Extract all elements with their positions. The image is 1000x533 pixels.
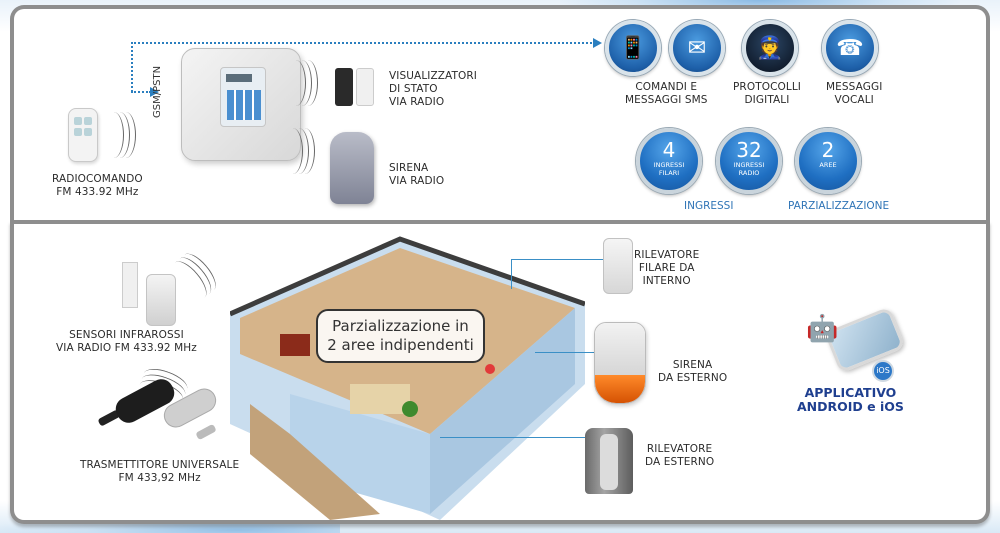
indoor-wired-detector-image bbox=[603, 238, 633, 294]
sms-envelope-icon: ✉ bbox=[669, 20, 725, 76]
outdoor-detector-image bbox=[585, 428, 633, 494]
dotted-connector-line bbox=[131, 42, 595, 44]
app-label: APPLICATIVO ANDROID e iOS bbox=[797, 385, 904, 414]
keypad-face bbox=[220, 67, 266, 127]
telephone-icon: ☎ bbox=[822, 20, 878, 76]
wired-inputs-badge: 4 INGRESSI FILARI bbox=[636, 128, 702, 194]
arrow-right-icon bbox=[593, 38, 602, 48]
gsm-pstn-label: GSM/PSTN bbox=[152, 65, 163, 118]
chair bbox=[485, 364, 495, 374]
radio-siren-image bbox=[330, 132, 374, 204]
remote-control-image bbox=[68, 108, 98, 162]
house-floorplan-illustration bbox=[230, 236, 585, 520]
bed bbox=[280, 334, 310, 356]
status-display-white-image bbox=[356, 68, 374, 106]
inputs-group-label: INGRESSI bbox=[684, 200, 734, 212]
arrow-right-icon bbox=[150, 87, 159, 97]
balcony bbox=[250, 404, 380, 520]
infrared-sensor-image bbox=[146, 274, 176, 326]
radio-waves-icon bbox=[104, 112, 140, 158]
outdoor-siren-label: SIRENA DA ESTERNO bbox=[658, 359, 728, 384]
ios-icon: iOS bbox=[872, 360, 894, 382]
dotted-connector-line bbox=[131, 91, 151, 93]
leader-line bbox=[535, 352, 595, 353]
android-robot-icon: 🤖 bbox=[806, 314, 839, 344]
dotted-connector-line bbox=[131, 42, 133, 92]
radio-waves-icon bbox=[286, 60, 322, 106]
keypad bbox=[227, 90, 261, 120]
door-sensor-image bbox=[122, 262, 138, 308]
outdoor-detector-label: RILEVATORE DA ESTERNO bbox=[645, 443, 715, 468]
leader-line bbox=[511, 259, 603, 289]
leader-line bbox=[440, 437, 586, 438]
radio-inputs-badge: 32 INGRESSI RADIO bbox=[716, 128, 782, 194]
security-guard-icon: 👮 bbox=[742, 20, 798, 76]
lcd-display bbox=[226, 74, 252, 82]
status-display-black-image bbox=[335, 68, 353, 106]
control-panel-image bbox=[181, 48, 301, 161]
house-side-wall bbox=[430, 308, 575, 514]
mobile-phone-icon: 📱 bbox=[605, 20, 661, 76]
status-displays-label: VISUALIZZATORI DI STATO VIA RADIO bbox=[389, 70, 477, 108]
partition-callout: Parzializzazione in 2 aree indipendenti bbox=[316, 309, 485, 363]
indoor-detector-label: RILEVATORE FILARE DA INTERNO bbox=[634, 249, 700, 287]
radio-waves-icon bbox=[283, 128, 319, 174]
radio-siren-label: SIRENA VIA RADIO bbox=[389, 162, 445, 187]
living-rug bbox=[350, 384, 410, 414]
outdoor-siren-image bbox=[594, 322, 646, 404]
partition-group-label: PARZIALIZZAZIONE bbox=[788, 200, 890, 212]
plant bbox=[402, 401, 418, 417]
areas-badge: 2 AREE bbox=[795, 128, 861, 194]
